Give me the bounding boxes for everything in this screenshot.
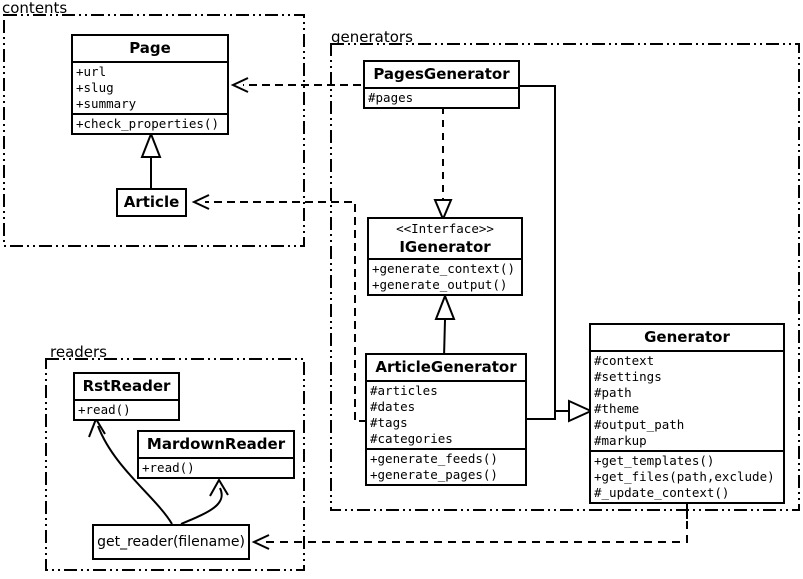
arrow-getreader-to-rstreader-line	[97, 425, 173, 525]
package-readers-border	[45, 358, 305, 571]
class-igenerator-methods: +generate_context()+generate_output()	[369, 260, 521, 294]
dependency-articlegenerator-to-article-arrow-icon	[191, 194, 210, 210]
class-page-title: Page	[73, 36, 227, 63]
attribute-row: #markup	[594, 433, 647, 448]
class-mardownreader-title: MardownReader	[139, 432, 293, 459]
method-row: +get_templates()	[594, 453, 715, 468]
class-rstreader-methods: +read()	[75, 401, 178, 419]
arrow-getreader-to-mardownreader-head-icon	[209, 478, 229, 497]
class-pagesgenerator-title: PagesGenerator	[365, 62, 518, 89]
package-generators-border	[330, 43, 800, 511]
class-rstreader-title: RstReader	[75, 374, 178, 401]
method-row: +check_properties()	[76, 116, 219, 131]
attribute-row: #context	[594, 353, 655, 368]
method-row: +get_files(path,exclude)	[594, 469, 775, 484]
class-igenerator-header: <<Interface>> IGenerator	[369, 219, 521, 260]
method-row: +generate_output()	[372, 277, 508, 292]
package-label-readers: readers	[50, 343, 107, 361]
method-row: #_update_context()	[594, 485, 730, 500]
class-rstreader: RstReader +read()	[73, 372, 180, 421]
class-article: Article	[116, 188, 187, 217]
method-row: +generate_pages()	[370, 467, 498, 482]
method-row: +read()	[142, 460, 195, 475]
class-articlegenerator-title: ArticleGenerator	[367, 355, 525, 382]
class-igenerator-stereotype: <<Interface>>	[396, 221, 494, 236]
class-articlegenerator-attributes: #articles#dates#tags#categories	[367, 382, 525, 450]
class-igenerator-title: IGenerator	[399, 238, 491, 256]
attribute-row: #output_path	[594, 417, 685, 432]
dependency-generator-to-getreader-arrow-icon	[251, 534, 270, 550]
class-page-attributes: +url+slug+summary	[73, 63, 227, 115]
class-generator-attributes: #context#settings#path#theme#output_path…	[591, 352, 783, 452]
generalization-pagesgenerator-to-generator-line	[520, 85, 556, 419]
attribute-row: #tags	[370, 415, 408, 430]
class-pagesgenerator: PagesGenerator #pages	[363, 60, 520, 109]
package-label-generators: generators	[331, 28, 413, 46]
dependency-articlegenerator-to-article-line	[205, 201, 367, 422]
generalization-article-to-page-triangle-icon	[140, 131, 162, 158]
class-mardownreader-methods: +read()	[139, 459, 293, 477]
attribute-row: #articles	[370, 383, 438, 398]
class-igenerator: <<Interface>> IGenerator +generate_conte…	[367, 217, 523, 296]
attribute-row: #dates	[370, 399, 416, 414]
generalization-to-generator-triangle-icon	[568, 399, 594, 423]
class-generator-title: Generator	[591, 325, 783, 352]
method-row: +generate_context()	[372, 261, 515, 276]
attribute-row: +summary	[76, 96, 137, 111]
generalization-articlegenerator-to-igenerator-line	[443, 319, 446, 358]
attribute-row: #theme	[594, 401, 640, 416]
class-page-methods: +check_properties()	[73, 115, 227, 133]
attribute-row: #settings	[594, 369, 662, 384]
package-contents-border	[3, 14, 305, 247]
attribute-row: #path	[594, 385, 632, 400]
generalization-articlegenerator-to-igenerator-triangle-icon	[434, 293, 456, 320]
class-mardownreader: MardownReader +read()	[137, 430, 295, 479]
attribute-row: #categories	[370, 431, 453, 446]
attribute-row: #pages	[368, 90, 414, 105]
dependency-generator-to-getreader-line	[266, 521, 688, 543]
class-articlegenerator: ArticleGenerator #articles#dates#tags#ca…	[365, 353, 527, 486]
arrow-getreader-to-mardownreader-line	[180, 487, 223, 525]
realization-pagesgenerator-to-igenerator-triangle-icon	[433, 199, 453, 222]
class-article-title: Article	[123, 193, 180, 211]
package-label-contents: contents	[2, 0, 68, 17]
class-articlegenerator-methods: +generate_feeds()+generate_pages()	[367, 450, 525, 484]
attribute-row: +slug	[76, 80, 114, 95]
method-row: +generate_feeds()	[370, 451, 498, 466]
dependency-pagesgenerator-to-page-arrow-icon	[230, 77, 249, 93]
method-row: +read()	[78, 402, 131, 417]
class-generator-methods: +get_templates()+get_files(path,exclude)…	[591, 452, 783, 502]
class-page: Page +url+slug+summary +check_properties…	[71, 34, 229, 135]
class-generator: Generator #context#settings#path#theme#o…	[589, 323, 785, 504]
attribute-row: +url	[76, 64, 107, 79]
class-pagesgenerator-attributes: #pages	[365, 89, 518, 107]
function-get-reader: get_reader(filename)	[92, 524, 250, 560]
